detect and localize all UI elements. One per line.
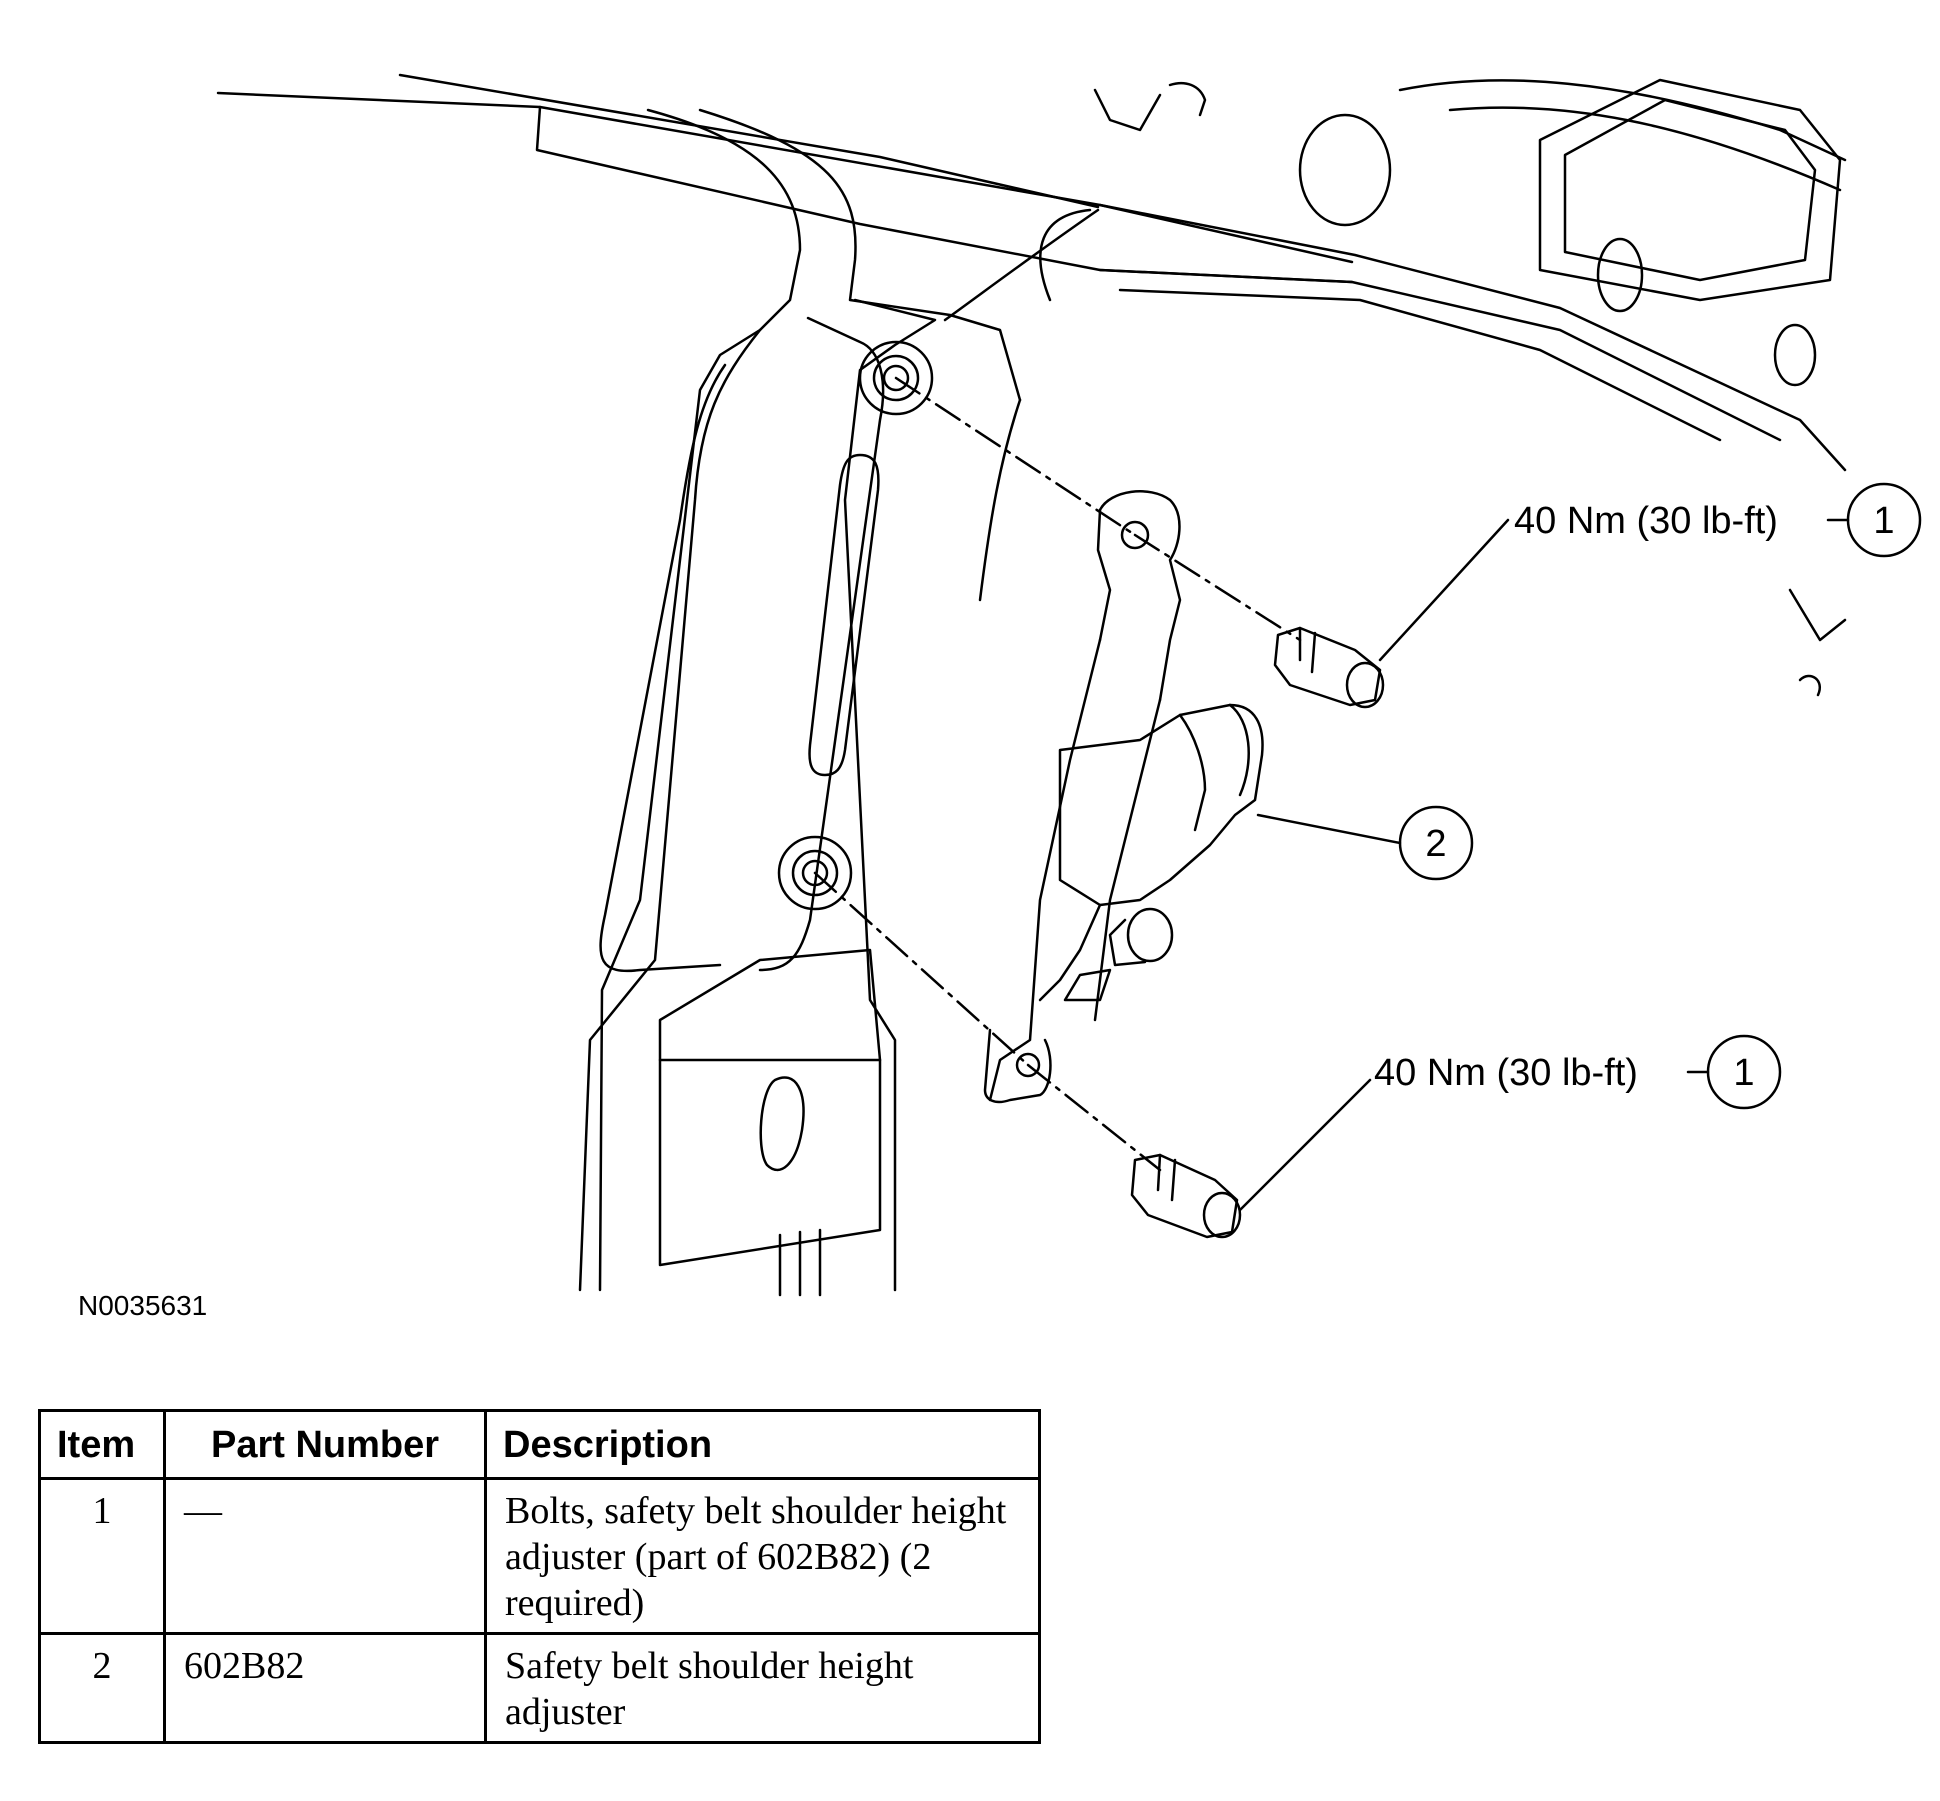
torque-label-upper: 40 Nm (30 lb-ft) xyxy=(1514,500,1778,542)
assembly-lines xyxy=(813,376,1302,1172)
header-part-number: Part Number xyxy=(163,1409,487,1480)
height-adjuster xyxy=(983,490,1264,1104)
header-description: Description xyxy=(484,1409,1041,1480)
b-pillar-trim xyxy=(578,108,1022,1292)
pillar-bolt-hole-upper xyxy=(858,340,934,416)
header-item: Item xyxy=(38,1409,166,1480)
table-row: 1 — Bolts, safety belt shoulder height a… xyxy=(38,1477,1041,1635)
callout-number-1-lower: 1 xyxy=(1733,1052,1754,1094)
torque-label-lower: 40 Nm (30 lb-ft) xyxy=(1374,1052,1638,1094)
parts-table: Item Part Number Description 1 — Bolts, … xyxy=(38,1409,1041,1744)
cell-item: 2 xyxy=(38,1632,166,1744)
exploded-view-drawing: 40 Nm (30 lb-ft) 1 2 40 Nm (30 lb-ft) 1 xyxy=(216,73,1922,1297)
roof-panel-lines xyxy=(216,73,1847,472)
pillar-bolt-hole-lower xyxy=(777,835,853,911)
belt-guide-block xyxy=(658,948,882,1297)
figure-id: N0035631 xyxy=(78,1290,208,1321)
door-frame-arcs xyxy=(943,78,1847,697)
callout-number-2: 2 xyxy=(1425,823,1446,865)
callout-circle-2 xyxy=(1398,805,1474,881)
cell-part-number: — xyxy=(163,1477,487,1635)
bolt-lower xyxy=(1130,1153,1242,1239)
table-row: 2 602B82 Safety belt shoulder height adj… xyxy=(38,1632,1041,1744)
table-header-row: Item Part Number Description xyxy=(38,1409,1041,1480)
cell-description: Bolts, safety belt shoulder height adjus… xyxy=(484,1477,1041,1635)
cell-description: Safety belt shoulder height adjuster xyxy=(484,1632,1041,1744)
callout-circle-1-upper xyxy=(1846,482,1922,558)
leader-lines xyxy=(1039,208,1850,1212)
cell-item: 1 xyxy=(38,1477,166,1635)
callout-circle-1-lower xyxy=(1706,1034,1782,1110)
bolt-upper xyxy=(1273,626,1385,709)
cell-part-number: 602B82 xyxy=(163,1632,487,1744)
callout-number-1-upper: 1 xyxy=(1873,500,1894,542)
